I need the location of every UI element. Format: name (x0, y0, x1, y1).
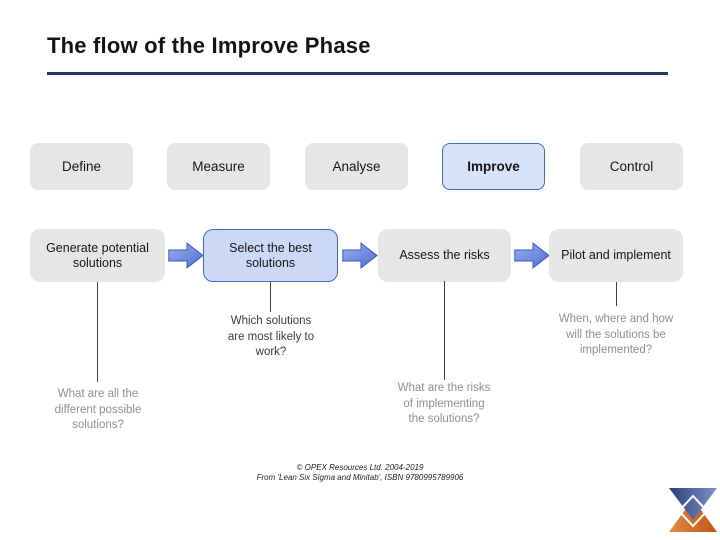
question-assess-risks: What are the risks of implementing the s… (359, 381, 529, 428)
question-line: of implementing (403, 397, 485, 410)
footer-copyright: © OPEX Resources Ltd. 2004-2019 (296, 463, 424, 472)
arrow-right-icon (168, 242, 204, 269)
phase-label: Improve (467, 159, 520, 174)
question-line: the solutions? (408, 413, 480, 425)
flow-box-select-solutions: Select the best solutions (203, 229, 338, 282)
connector-line-pilot (616, 282, 617, 306)
footer-attribution: © OPEX Resources Ltd. 2004-2019 From 'Le… (0, 463, 720, 483)
phase-box-improve-active: Improve (442, 143, 545, 190)
phase-box-control: Control (580, 143, 683, 190)
question-line: solutions? (72, 419, 124, 431)
flow-box-pilot-implement: Pilot and implement (549, 229, 683, 282)
flow-box-label: Assess the risks (399, 248, 490, 262)
question-line: different possible (54, 403, 142, 416)
flow-box-label: Generate potential solutions (46, 240, 149, 270)
flow-box-assess-risks: Assess the risks (378, 229, 511, 282)
phase-label: Analyse (332, 159, 381, 174)
title-underline (47, 72, 668, 75)
opex-hourglass-logo-icon (669, 488, 717, 532)
connector-line-select (270, 282, 271, 312)
question-line: work? (255, 346, 287, 358)
connector-line-assess (444, 281, 445, 380)
question-line: What are all the (57, 388, 139, 400)
footer-source: From 'Lean Six Sigma and Minitab', ISBN … (256, 473, 464, 482)
question-line: will the solutions be (566, 328, 666, 341)
question-select-solutions: Which solutions are most likely to work? (186, 314, 356, 361)
phase-box-measure: Measure (167, 143, 270, 190)
flow-box-label: Pilot and implement (561, 248, 671, 262)
flow-box-generate-solutions: Generate potential solutions (30, 229, 165, 282)
question-line: are most likely to (227, 330, 315, 343)
arrow-right-icon (514, 242, 550, 269)
phase-label: Control (609, 159, 654, 174)
connector-line-generate (97, 282, 98, 382)
question-line: When, where and how (558, 313, 674, 325)
question-line: implemented? (579, 344, 653, 356)
phase-box-define: Define (30, 143, 133, 190)
arrow-right-icon (342, 242, 378, 269)
phase-box-analyse: Analyse (305, 143, 408, 190)
question-pilot-implement: When, where and how will the solutions b… (531, 312, 701, 359)
flow-box-label: Select the best solutions (229, 240, 312, 270)
phase-label: Define (61, 159, 102, 174)
question-generate-solutions: What are all the different possible solu… (13, 387, 183, 434)
question-line: Which solutions (230, 315, 312, 327)
phase-label: Measure (192, 159, 245, 174)
question-line: What are the risks (397, 382, 491, 394)
page-title: The flow of the Improve Phase (47, 33, 371, 58)
